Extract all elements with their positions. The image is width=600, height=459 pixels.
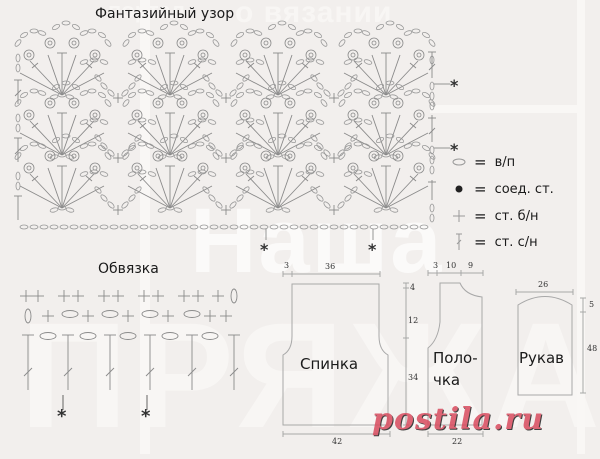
legend-label: в/п <box>494 154 516 170</box>
dimension-label: 48 <box>587 344 598 353</box>
dimension-label: 5 <box>589 300 595 309</box>
repeat-marker: * <box>450 76 459 95</box>
repeat-marker: * <box>57 406 67 427</box>
dimension-label: 26 <box>538 280 549 289</box>
dimension-label: 12 <box>408 316 419 325</box>
dimension-label: 3 <box>284 261 290 270</box>
legend-item-slip-stitch: = соед. ст. <box>450 180 554 198</box>
repeat-marker: * <box>450 140 459 159</box>
dimension-label: 34 <box>408 373 419 382</box>
dimension-label: 10 <box>446 261 457 270</box>
dimension-label: 3 <box>433 261 439 270</box>
sleeve-piece-label: Рукав <box>519 349 565 367</box>
double-crochet-t-icon <box>450 233 468 251</box>
legend-item-double-crochet: = ст. с/н <box>450 233 538 251</box>
dimension-label: 9 <box>468 261 474 270</box>
front-piece-label-line2: чка <box>433 371 461 389</box>
watermark-bar <box>577 0 585 454</box>
edging-chart <box>20 288 240 410</box>
repeat-marker: * <box>260 240 269 259</box>
legend-label: соед. ст. <box>494 181 554 197</box>
site-logo-watermark: postila.ru <box>372 402 545 437</box>
legend-item-single-crochet: = ст. б/н <box>450 207 538 225</box>
legend-item-chain: = в/п <box>450 153 515 171</box>
legend-label: ст. б/н <box>494 208 539 224</box>
watermark-bar <box>430 105 585 113</box>
chain-oval-icon <box>450 158 468 166</box>
legend-label: ст. с/н <box>494 234 538 250</box>
dimension-label: 36 <box>325 262 336 271</box>
edging-title: Обвязка <box>98 261 159 277</box>
pattern-title: Фантазийный узор <box>95 6 235 22</box>
repeat-marker: * <box>141 406 151 427</box>
dimension-label: 4 <box>410 283 416 292</box>
front-piece-label-line1: Поло- <box>433 349 478 367</box>
dimension-label: 22 <box>452 437 463 446</box>
slip-stitch-dot-icon <box>450 184 468 194</box>
watermark-bar <box>140 0 150 454</box>
single-crochet-plus-icon <box>450 209 468 223</box>
dimension-label: 42 <box>332 437 343 446</box>
crochet-pattern-chart <box>13 20 450 240</box>
repeat-marker: * <box>368 240 377 259</box>
back-piece-label: Спинка <box>300 355 359 373</box>
